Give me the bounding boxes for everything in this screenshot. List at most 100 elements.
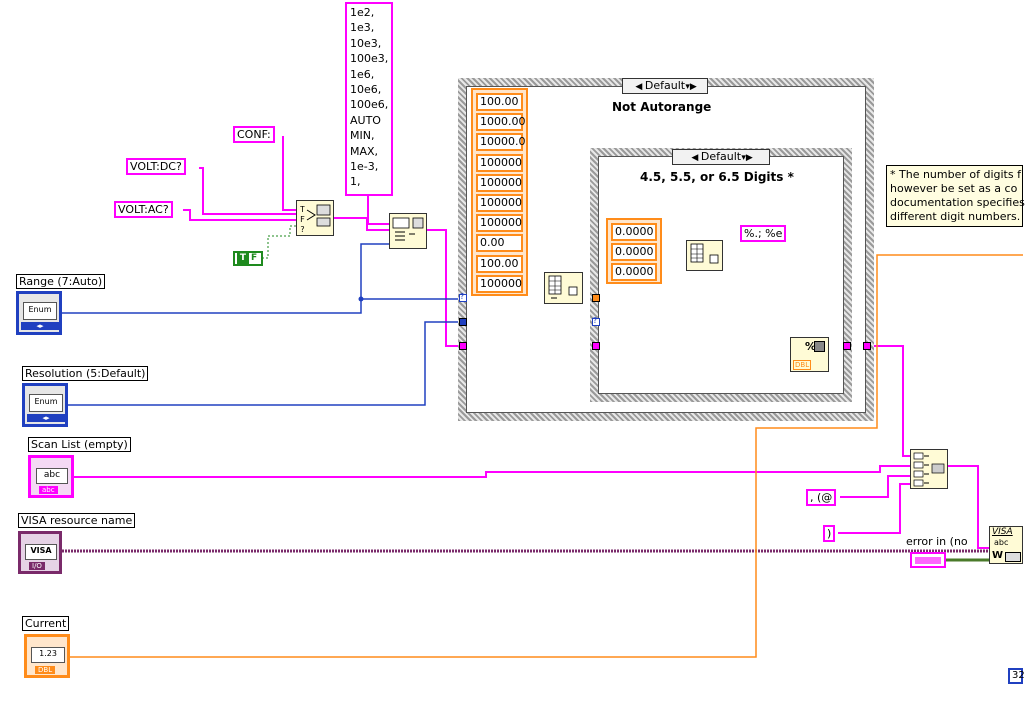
- format-out-terminal: [814, 341, 825, 352]
- error-in-label: error in (no: [906, 535, 968, 548]
- range-string-item: 1,: [350, 175, 361, 189]
- wire-concat-out: [948, 465, 990, 549]
- wire-comma-at: [840, 475, 911, 498]
- scan-list-control[interactable]: abc abc: [28, 455, 74, 498]
- tunnel-q-glyph-inner: ?: [593, 316, 598, 325]
- range-string-item: 100e6,: [350, 98, 389, 112]
- tunnel-res-inner: ?: [592, 316, 600, 326]
- wire-scan-list: [72, 465, 911, 478]
- inner-array-cell[interactable]: 0.0000: [611, 223, 657, 241]
- scan-list-text: abc: [43, 470, 61, 480]
- volt-ac-string-const[interactable]: VOLT:AC?: [114, 201, 173, 218]
- range-enum-text: Enum: [28, 305, 52, 314]
- resolution-label: Resolution (5:Default): [22, 366, 149, 381]
- outer-selector-label: Default: [644, 79, 686, 92]
- visa-label: VISA resource name: [18, 513, 136, 528]
- svg-text:F: F: [300, 215, 305, 224]
- scan-list-box: abc: [36, 468, 68, 484]
- select-function[interactable]: T F ?: [296, 200, 334, 236]
- conf-string-const[interactable]: CONF:: [233, 126, 275, 143]
- format-into-string-function[interactable]: % DBL: [790, 337, 829, 372]
- visa-write-w: W: [992, 550, 1004, 561]
- outer-array-cell[interactable]: 100000: [476, 214, 523, 233]
- wire-close-paren: [838, 483, 911, 534]
- wire-resolution: [66, 321, 460, 406]
- tunnel-dbl-inner: [592, 294, 600, 302]
- outer-case-selector[interactable]: ◀Default▾▶: [622, 78, 708, 94]
- error-cluster-icon: [915, 557, 941, 564]
- outer-array-cell[interactable]: 100.00: [476, 254, 523, 273]
- index-array-function-inner[interactable]: [686, 240, 723, 271]
- volt-dc-string-const[interactable]: VOLT:DC?: [126, 158, 186, 175]
- note-line: different digit numbers.: [890, 210, 1021, 223]
- index-array-icon-outer: [548, 275, 578, 299]
- resolution-enum-box: Enum: [29, 394, 63, 412]
- resolution-enum-text: Enum: [34, 397, 58, 406]
- outer-array-cell[interactable]: 100000: [476, 274, 523, 293]
- inner-prev-case-icon[interactable]: ◀: [691, 153, 699, 163]
- range-string-item: MIN,: [350, 129, 375, 143]
- current-text: 1.23: [39, 649, 57, 658]
- range-string-item: 100e3,: [350, 52, 389, 66]
- bool-true-glyph: T: [237, 253, 249, 264]
- wire-index-out: [427, 229, 463, 347]
- tunnel-str-outer-out: [863, 342, 871, 350]
- current-control[interactable]: 1.23 DBL: [24, 634, 70, 678]
- outer-array-cell[interactable]: 10000.0: [476, 133, 526, 152]
- outer-array-cell[interactable]: 100.00: [476, 93, 523, 111]
- outer-next-case-icon[interactable]: ▾▶: [685, 82, 697, 92]
- range-label: Range (7:Auto): [16, 274, 106, 289]
- range-string-item: 10e6,: [350, 83, 382, 97]
- outer-prev-case-icon[interactable]: ◀: [635, 82, 643, 92]
- concatenate-strings-function[interactable]: [910, 449, 948, 489]
- scan-list-type: abc: [39, 486, 58, 494]
- resolution-control[interactable]: Enum ◂▸: [22, 383, 68, 427]
- index-array-function-outer[interactable]: [544, 272, 583, 304]
- inner-case-title: 4.5, 5.5, or 6.5 Digits *: [640, 170, 794, 184]
- range-string-item: AUTO: [350, 113, 381, 127]
- resolution-type-bar: ◂▸: [27, 414, 65, 422]
- wire-range-strings: [367, 196, 389, 225]
- inner-array-cell[interactable]: 0.0000: [611, 243, 657, 261]
- wire-current: [70, 254, 1023, 658]
- format-string-const[interactable]: %.; %e: [740, 225, 787, 242]
- numeric-const-right[interactable]: 32: [1008, 668, 1025, 684]
- index-array-function-top[interactable]: [389, 213, 427, 249]
- wire-out-outer: [871, 345, 911, 457]
- inner-array-cell[interactable]: 0.0000: [611, 263, 657, 281]
- visa-write-title: VISA: [992, 527, 1013, 537]
- inner-dbl-array-const[interactable]: 0.0000 0.0000 0.0000: [606, 218, 662, 284]
- outer-array-cell[interactable]: 100000: [476, 194, 523, 212]
- inner-case-selector[interactable]: ◀Default▾▶: [672, 149, 770, 165]
- visa-write-function[interactable]: VISA abc W: [989, 526, 1023, 564]
- close-paren-string-const[interactable]: ): [823, 525, 836, 542]
- outer-array-cell[interactable]: 0.00: [476, 234, 523, 253]
- outer-case-title: Not Autorange: [612, 100, 712, 114]
- range-enum-box: Enum: [23, 302, 57, 320]
- range-control[interactable]: Enum ◂▸: [16, 291, 62, 335]
- outer-array-cell[interactable]: 1000.00: [476, 113, 526, 132]
- outer-array-cell[interactable]: 100000: [476, 173, 523, 192]
- current-type: DBL: [35, 666, 56, 674]
- inner-next-case-icon[interactable]: ▾▶: [741, 153, 753, 163]
- tunnel-str-inner-out: [843, 342, 851, 350]
- index-array-icon-inner: [690, 243, 719, 264]
- range-string-item: 10e3,: [350, 36, 382, 50]
- outer-array-cell[interactable]: 100000: [476, 153, 523, 172]
- range-string-item: MAX,: [350, 144, 379, 158]
- range-string-item: 1e2,: [350, 6, 375, 19]
- inner-selector-label: Default: [700, 150, 742, 163]
- error-in-control[interactable]: [910, 552, 946, 568]
- wire-bool: [262, 225, 296, 259]
- range-type-bar: ◂▸: [21, 322, 59, 330]
- select-icon: T F ?: [300, 204, 331, 234]
- visa-control[interactable]: VISA I/O: [18, 531, 62, 574]
- wire-range: [62, 243, 389, 314]
- comma-at-string-const[interactable]: , (@: [806, 489, 837, 506]
- note-line: however be set as a co: [890, 182, 1018, 195]
